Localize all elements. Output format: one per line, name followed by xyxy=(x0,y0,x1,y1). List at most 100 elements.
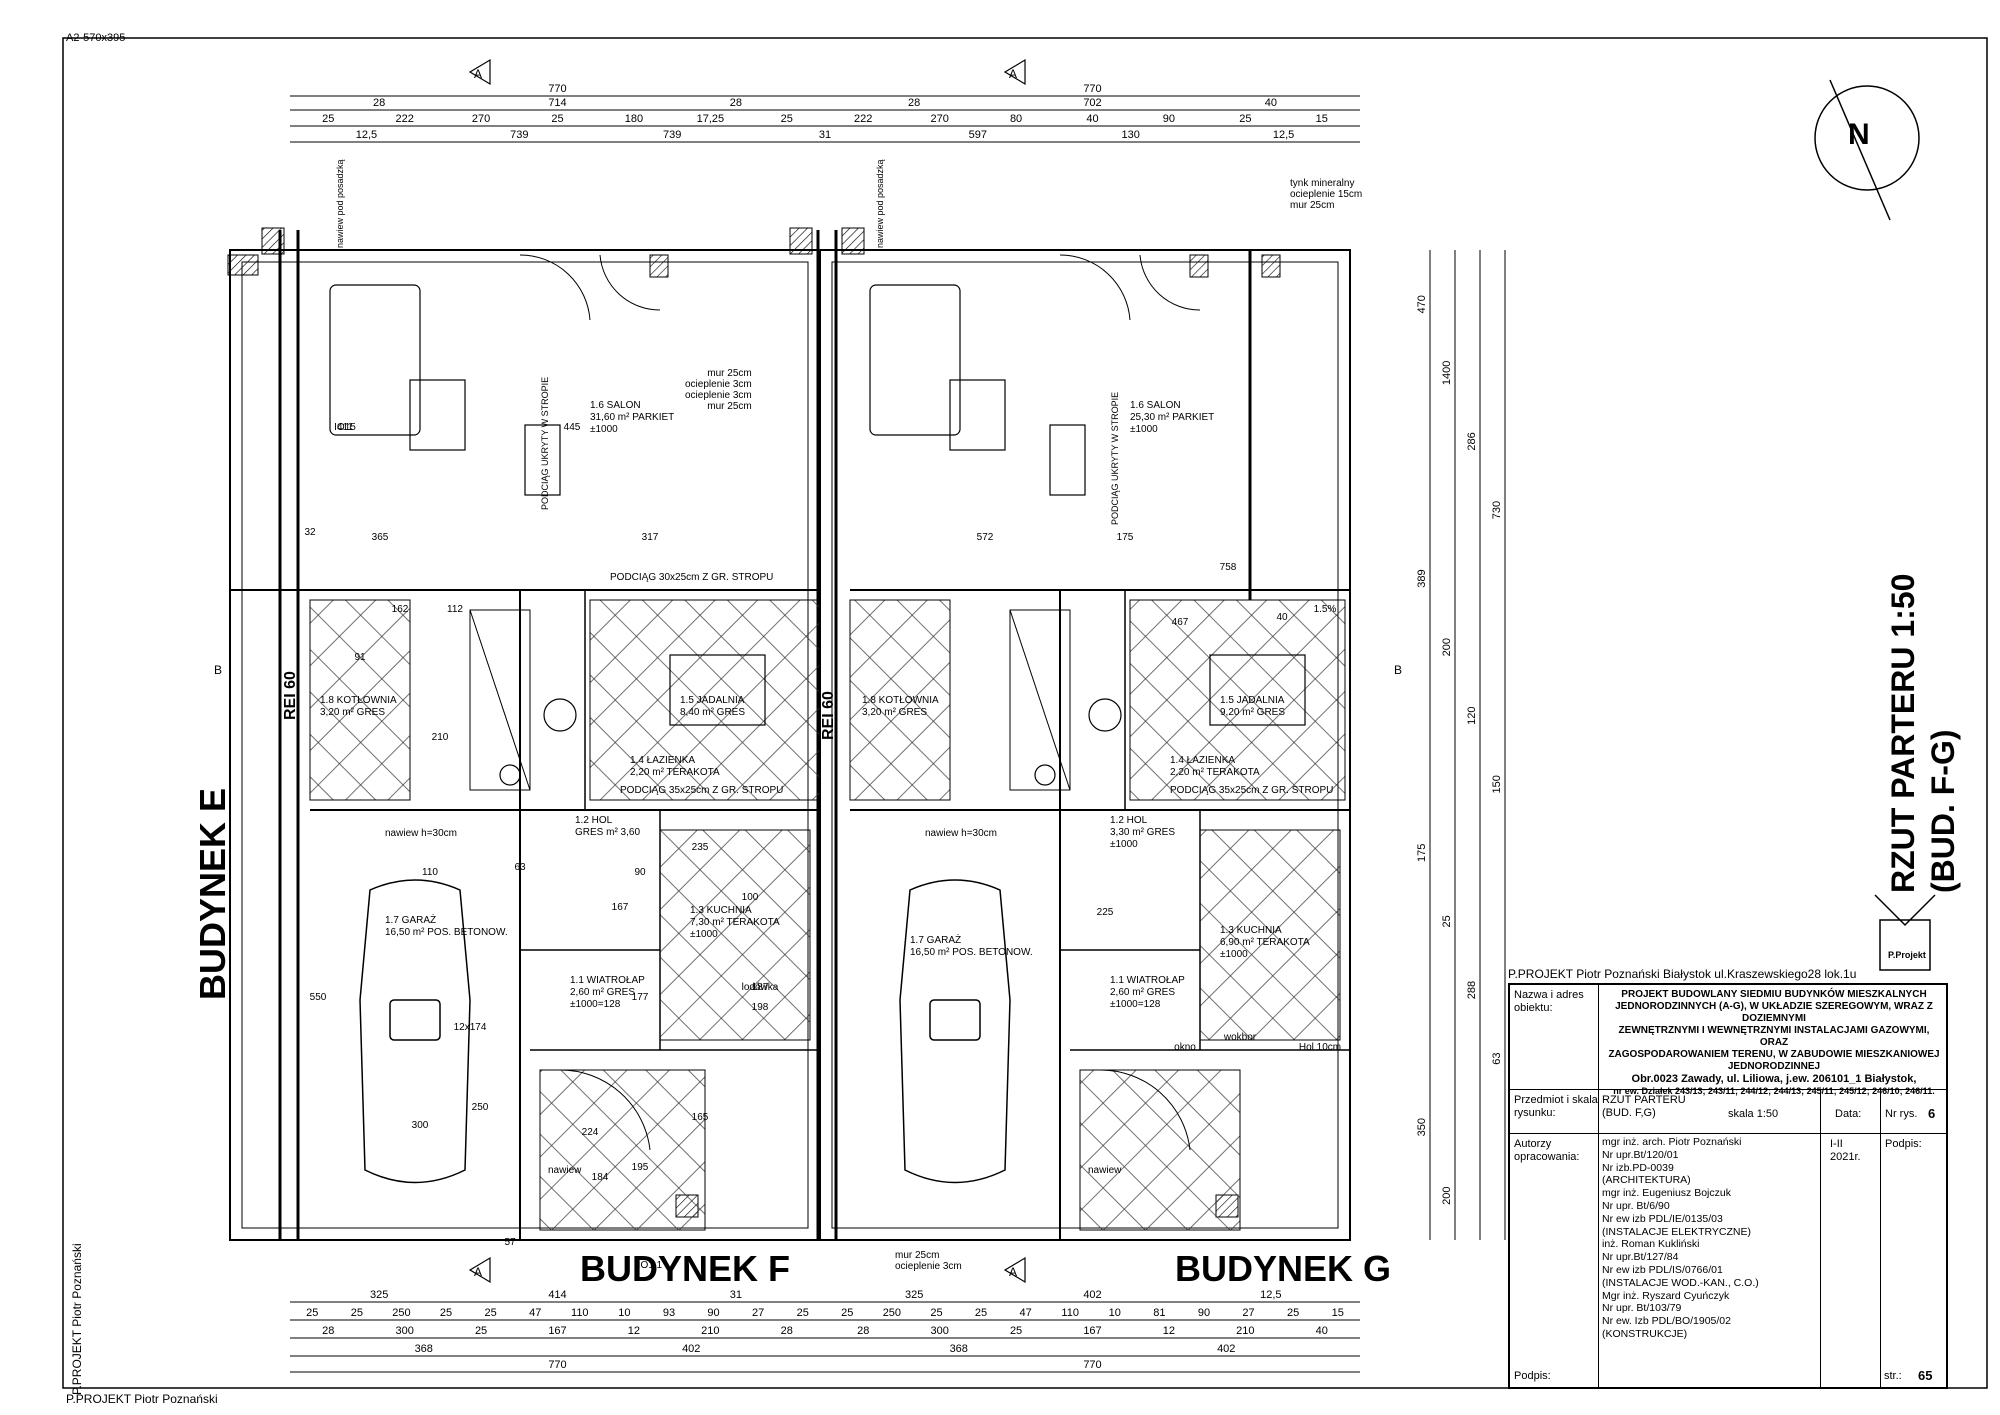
bottom-dim-row4: 402 xyxy=(682,1343,700,1355)
bottom-dim-row2: 25 xyxy=(351,1307,363,1319)
top-dim-row3: 739 xyxy=(663,129,681,141)
tb-name-label: Nazwa i adres obiektu: xyxy=(1514,989,1584,1014)
bottom-dim-row2: 25 xyxy=(306,1307,318,1319)
bottom-dim-row2: 90 xyxy=(707,1307,719,1319)
section-marker-a: A xyxy=(474,1265,482,1279)
room-dim: 91 xyxy=(354,652,366,663)
top-dim-row2: 90 xyxy=(1163,113,1175,125)
room-dim: 195 xyxy=(632,1162,649,1173)
cars xyxy=(359,879,1011,1184)
top-dim-row2: 25 xyxy=(322,113,334,125)
section-marker-a: A xyxy=(1009,67,1017,81)
room-dim: IO1.1 xyxy=(638,1260,663,1271)
room-dim: 187 xyxy=(752,982,769,993)
room-dim: 57 xyxy=(504,1237,516,1248)
sheet-border xyxy=(62,37,1988,1389)
top-dim-row2: 15 xyxy=(1316,113,1328,125)
tiled-floors xyxy=(309,599,1346,1231)
room-dim: 162 xyxy=(392,604,409,615)
top-dim-row1: 714 xyxy=(548,97,566,109)
compass-letter: N xyxy=(1848,118,1870,151)
room-dim: 198 xyxy=(752,1002,769,1013)
nawiew-f: nawiew h=30cm xyxy=(385,828,457,839)
right-dim: 25 xyxy=(1441,915,1453,927)
bottom-dim-row2: 25 xyxy=(485,1307,497,1319)
bottom-dim-row2: 250 xyxy=(883,1307,901,1319)
bottom-dim-row2: 25 xyxy=(440,1307,452,1319)
bottom-dim-row4: 402 xyxy=(1217,1343,1235,1355)
bottom-dim-row3: 167 xyxy=(548,1325,566,1337)
right-dim: 470 xyxy=(1416,295,1428,313)
bottom-dim-row2: 93 xyxy=(663,1307,675,1319)
top-dim-row3: 739 xyxy=(510,129,528,141)
section-marker-b: B xyxy=(214,663,222,677)
right-dim: 120 xyxy=(1466,707,1478,725)
tb-name-value: PROJEKT BUDOWLANY SIEDMIU BUDYNKÓW MIESZ… xyxy=(1608,989,1940,1096)
right-dim: 730 xyxy=(1491,501,1503,519)
top-dim-row1: 702 xyxy=(1083,97,1101,109)
bottom-dim-row3: 12 xyxy=(628,1325,640,1337)
room-dim: 550 xyxy=(310,992,327,1003)
bottom-dim-total: 770 xyxy=(1083,1359,1101,1371)
room-dim: 112 xyxy=(447,604,463,615)
room-dim: 411 xyxy=(337,422,353,433)
top-dim-row2: 25 xyxy=(551,113,563,125)
footer-brand: P.PROJEKT Piotr Poznański xyxy=(66,1392,218,1406)
room-dim: wokbor xyxy=(1223,1032,1257,1043)
bottom-dim-row3: 28 xyxy=(857,1325,869,1337)
room-dim: 63 xyxy=(514,862,526,873)
top-dim-row2: 270 xyxy=(930,113,948,125)
section-marker-a: A xyxy=(474,67,482,81)
room-dim: 1.5% xyxy=(1314,604,1337,615)
nawiew-g: nawiew h=30cm xyxy=(925,828,997,839)
tb-subject-value: RZUT PARTERU(BUD. F,G) xyxy=(1602,1094,1686,1119)
north-compass xyxy=(1814,79,1920,221)
titleblock-header: P.PROJEKT Piotr Poznański Białystok ul.K… xyxy=(1508,967,1857,981)
logo-text: P.Projekt xyxy=(1888,950,1926,960)
top-dim-row2: 17,25 xyxy=(697,113,725,125)
tb-drawing-no: 6 xyxy=(1928,1106,1936,1121)
room-dim: 184 xyxy=(592,1172,609,1183)
bottom-dim-row3: 25 xyxy=(1010,1325,1022,1337)
bottom-dim-total: 770 xyxy=(548,1359,566,1371)
nawiew-2-f: nawiew xyxy=(548,1165,582,1176)
right-dim: 288 xyxy=(1466,981,1478,999)
top-dim-row1: 28 xyxy=(908,97,920,109)
podciag-2-f: PODCIĄG 35x25cm Z GR. STROPU xyxy=(620,785,784,796)
top-dim-row1: 28 xyxy=(373,97,385,109)
room-dim: 225 xyxy=(1097,907,1114,918)
tb-drawing-no-label: Nr rys. xyxy=(1885,1108,1918,1120)
bottom-dim-row4: 368 xyxy=(415,1343,433,1355)
room-dim: 177 xyxy=(632,992,649,1003)
bottom-dim-row3: 167 xyxy=(1083,1325,1101,1337)
bottom-dim-row2: 47 xyxy=(1020,1307,1032,1319)
bottom-dim-row1: 325 xyxy=(370,1289,388,1301)
room-dim: 90 xyxy=(634,867,646,878)
right-dim: 350 xyxy=(1416,1118,1428,1136)
doors xyxy=(519,254,1201,1151)
bottom-dim-row1: 31 xyxy=(730,1289,742,1301)
top-dim-row3: 12,5 xyxy=(356,129,377,141)
podciag-1: PODCIĄG 30x25cm Z GR. STROPU xyxy=(610,572,774,583)
right-dim: 63 xyxy=(1491,1052,1503,1064)
top-dim-row2: 25 xyxy=(1239,113,1251,125)
section-marker-a: A xyxy=(1009,1265,1017,1279)
room-dim: 110 xyxy=(422,867,438,878)
section-marker-b: B xyxy=(1394,663,1402,677)
tb-sheet-label: str.: xyxy=(1884,1370,1902,1382)
top-dim-row2: 40 xyxy=(1086,113,1098,125)
bottom-dim-row2: 81 xyxy=(1153,1307,1165,1319)
titleblock: Nazwa i adres obiektu: PROJEKT BUDOWLANY… xyxy=(1508,983,1948,1389)
